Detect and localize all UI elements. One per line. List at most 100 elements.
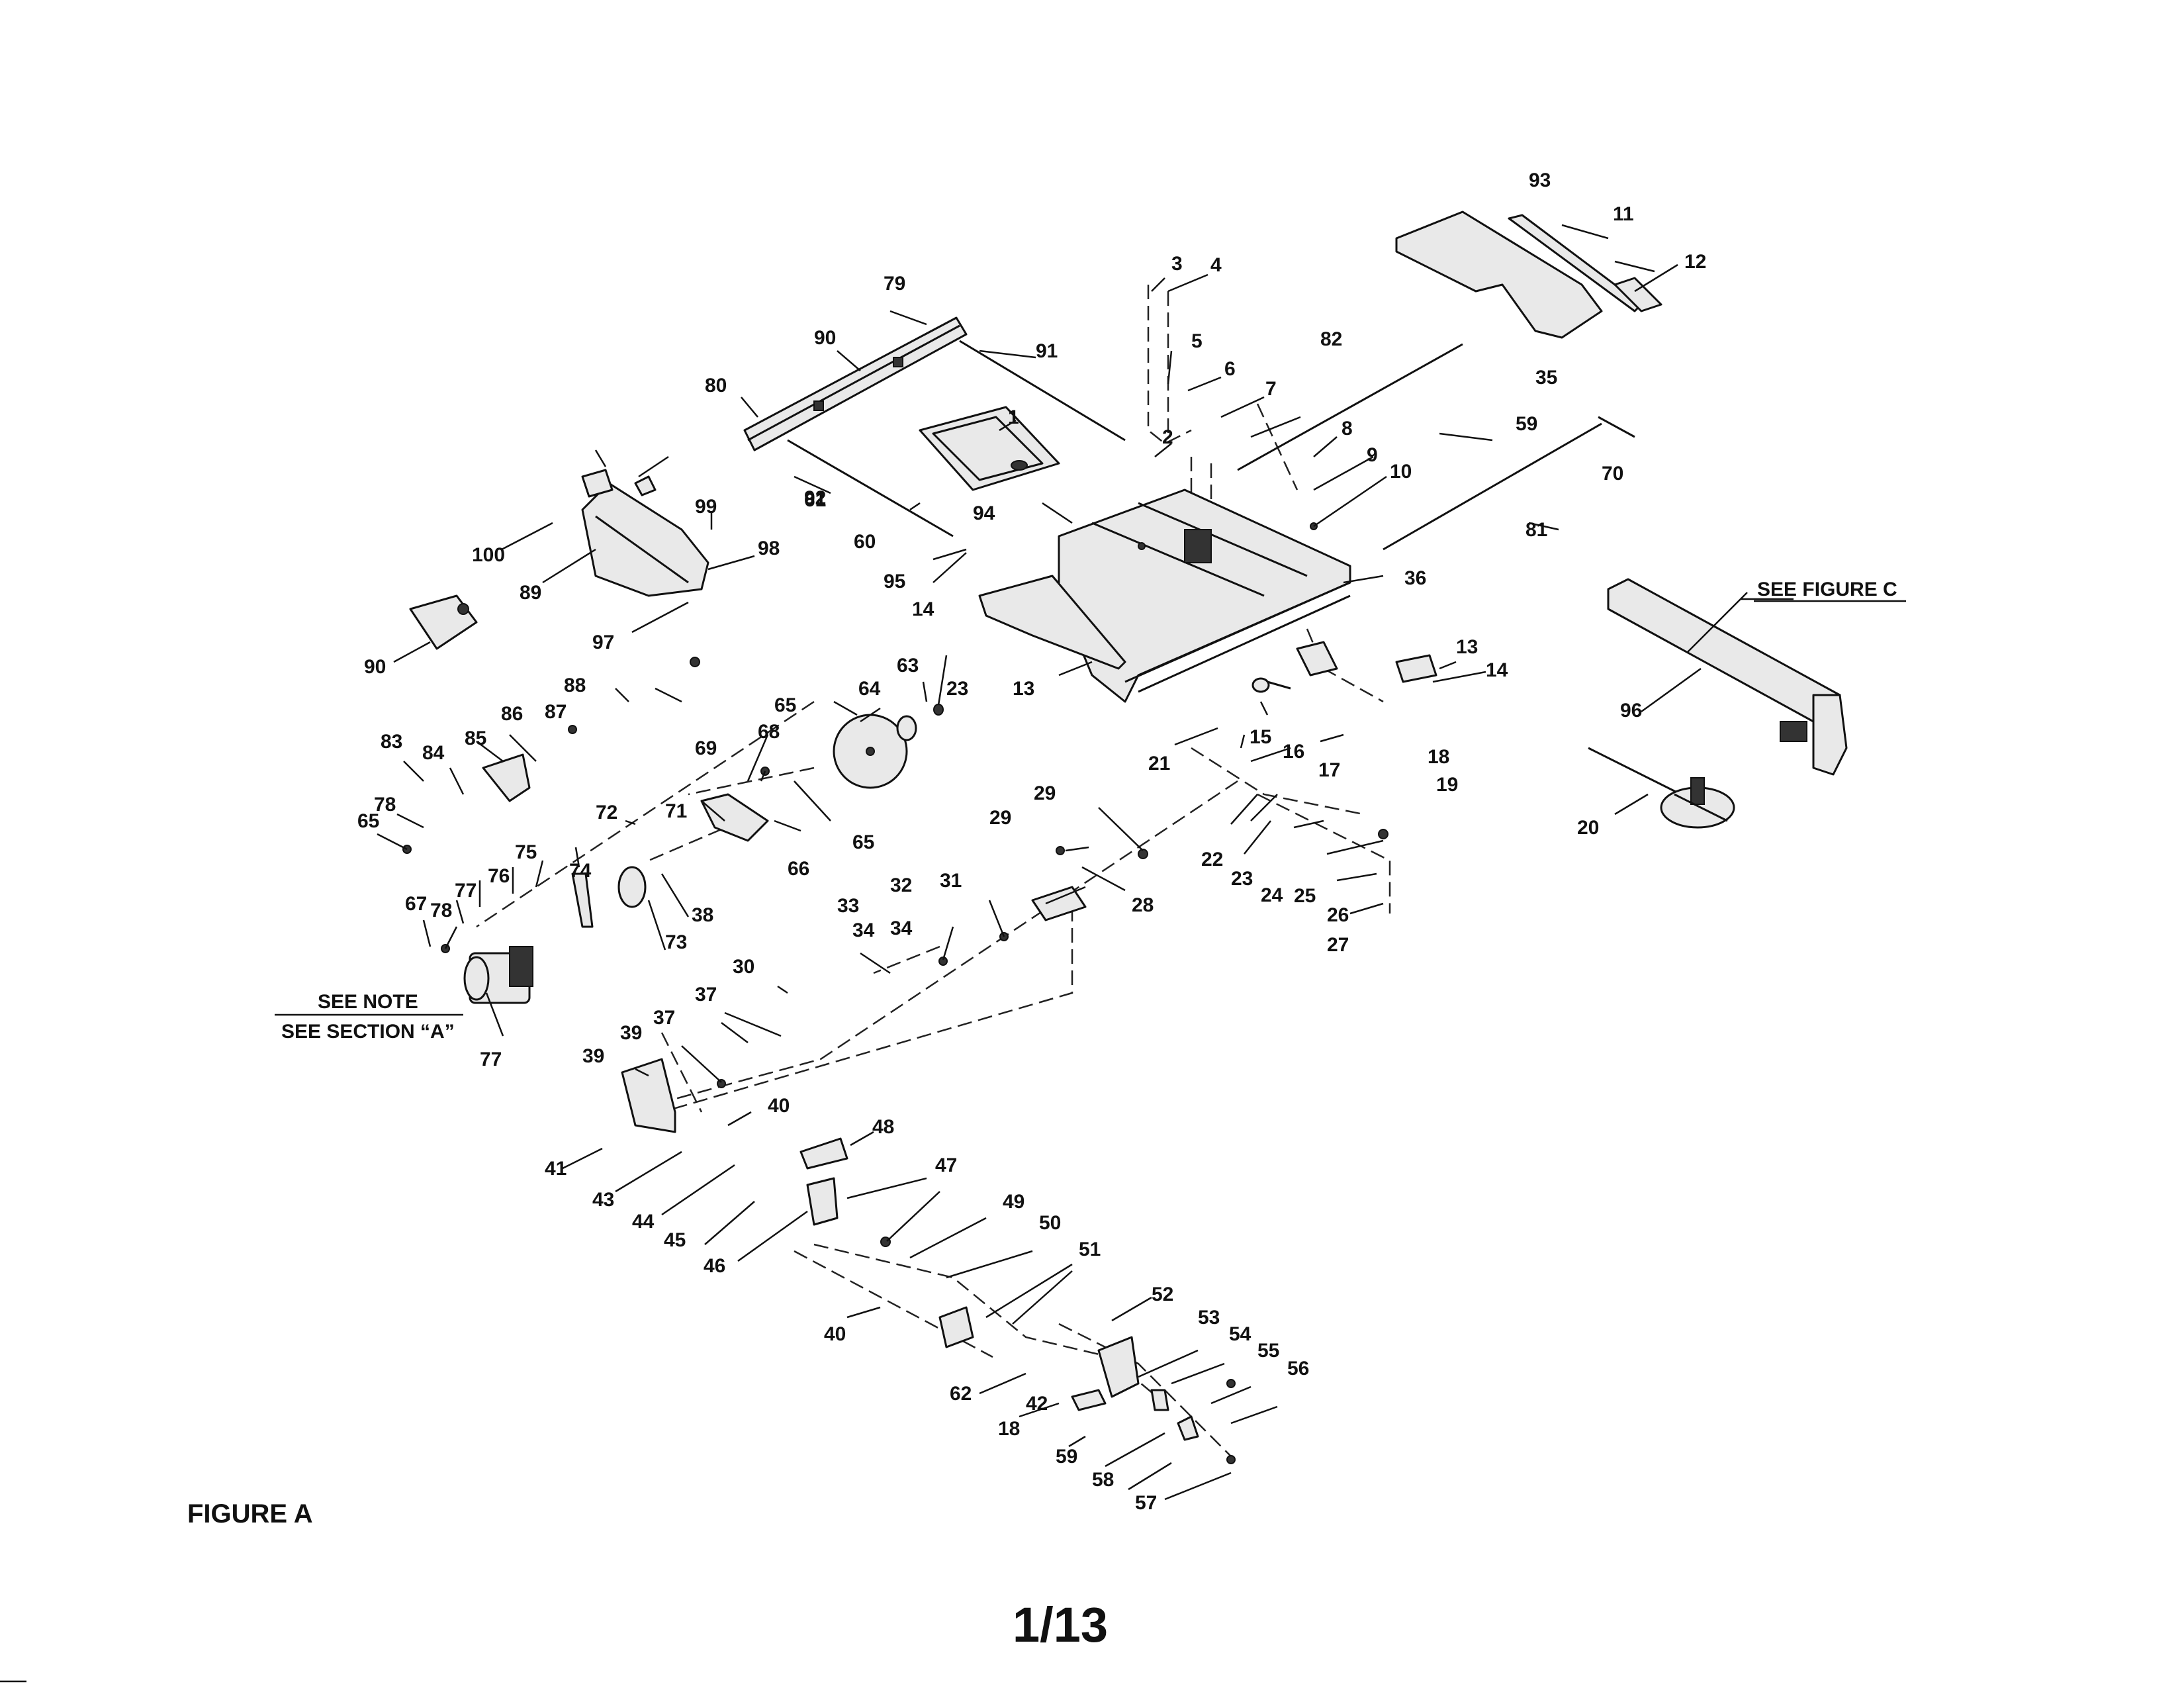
callout: 37 — [695, 984, 717, 1006]
callout: 34 — [890, 917, 913, 939]
blade-guard-rail-89 — [743, 316, 968, 451]
see-section-a-label: SEE SECTION “A” — [281, 1021, 455, 1043]
callout: 12 — [1684, 251, 1706, 273]
callout: 90 — [364, 656, 386, 678]
callout: 70 — [1602, 463, 1623, 485]
callout: 31 — [940, 870, 962, 892]
callout: 95 — [884, 571, 905, 592]
figure-label: FIGURE A — [187, 1499, 313, 1528]
callout: 35 — [1535, 367, 1557, 389]
callout: 19 — [1436, 774, 1458, 796]
callout: 18 — [1428, 746, 1449, 768]
callout: 13 — [1013, 678, 1034, 700]
extension-wing-91 — [1395, 211, 1603, 339]
callout: 88 — [564, 675, 586, 696]
callout: 54 — [1229, 1323, 1251, 1345]
callout: 33 — [837, 895, 859, 917]
callout: 67 — [405, 893, 427, 915]
callout: 74 — [569, 860, 592, 882]
callout: 90 — [814, 327, 836, 349]
callout: 86 — [501, 703, 523, 725]
trunnion-38 — [621, 1058, 676, 1133]
callout: 65 — [357, 810, 379, 832]
callout: 58 — [1092, 1469, 1114, 1491]
callout: 80 — [705, 375, 727, 397]
leader-lines — [377, 224, 1794, 1501]
callout: 23 — [946, 678, 968, 700]
callout: 97 — [592, 632, 614, 653]
callout: 59 — [1056, 1446, 1077, 1468]
bracket-44-46 — [799, 1137, 974, 1348]
callout: 94 — [973, 502, 995, 524]
callout: 73 — [665, 931, 687, 953]
callout: 44 — [632, 1211, 655, 1233]
callout: 60 — [854, 531, 876, 553]
callout: 10 — [1390, 461, 1412, 483]
miter-gauge-20 — [1588, 747, 1735, 829]
callout: 39 — [582, 1045, 604, 1067]
callout: 47 — [935, 1154, 957, 1176]
callout: 91 — [1036, 340, 1058, 362]
see-note-label: SEE NOTE — [318, 991, 418, 1013]
callout: 68 — [758, 721, 780, 743]
callout: 57 — [1135, 1492, 1157, 1514]
callout: 81 — [1525, 519, 1547, 541]
callout: 55 — [1257, 1340, 1279, 1362]
callout: 96 — [1620, 700, 1642, 722]
callout: 1 — [1008, 406, 1019, 428]
rods-90 — [787, 340, 1126, 538]
callout: 9 — [1367, 444, 1378, 466]
callout: 29 — [989, 807, 1011, 829]
callout: 49 — [1003, 1191, 1024, 1213]
callout: 71 — [665, 800, 687, 822]
callout: 45 — [664, 1229, 686, 1251]
callout: 21 — [1148, 753, 1170, 774]
part-callouts: 1 2 3 4 5 6 7 8 9 10 11 12 13 13 14 14 1… — [357, 169, 1706, 1514]
callout: 65 — [774, 694, 796, 716]
callout: 27 — [1327, 934, 1349, 956]
blade-guard-87 — [581, 469, 709, 597]
saw-blade-63 — [833, 704, 944, 789]
callout: 30 — [733, 956, 754, 978]
small-fasteners — [402, 522, 1388, 1464]
callout: 15 — [1250, 726, 1271, 748]
callout: 4 — [1210, 254, 1222, 276]
table-top-92 — [978, 489, 1351, 703]
callout: 46 — [704, 1255, 725, 1277]
callout: 41 — [545, 1158, 567, 1180]
page-number: 1/13 — [1013, 1597, 1108, 1652]
callout: 13 — [1456, 636, 1478, 658]
callout: 82 — [1320, 328, 1342, 350]
callout: 85 — [465, 727, 486, 749]
callout: 39 — [620, 1022, 642, 1044]
rails-79-80 — [1237, 343, 1635, 551]
callout: 32 — [890, 874, 912, 896]
callout: 63 — [897, 655, 919, 677]
callout: 42 — [1026, 1393, 1048, 1415]
callout: 87 — [545, 701, 567, 723]
callout: 23 — [1231, 868, 1253, 890]
callout: 66 — [788, 858, 809, 880]
callout: 34 — [852, 919, 875, 941]
callout: 52 — [1152, 1284, 1173, 1305]
callout: 5 — [1191, 330, 1203, 352]
callout: 7 — [1265, 378, 1277, 400]
callout: 64 — [858, 678, 881, 700]
callout: 77 — [455, 880, 477, 902]
callout: 61 — [804, 489, 826, 511]
callout: 40 — [768, 1095, 790, 1117]
callout: 17 — [1318, 759, 1340, 781]
callout: 8 — [1342, 418, 1353, 440]
callout: 37 — [653, 1007, 675, 1029]
callout: 14 — [912, 598, 934, 620]
callout: 25 — [1294, 885, 1316, 907]
callout: 48 — [872, 1116, 894, 1138]
riving-knife-parts — [482, 753, 769, 928]
callout: 29 — [1034, 782, 1056, 804]
callout: 3 — [1171, 253, 1183, 275]
callout: 16 — [1283, 741, 1304, 763]
callout: 98 — [758, 538, 780, 559]
callout: 18 — [998, 1418, 1020, 1440]
see-figure-c-label: SEE FIGURE C — [1757, 579, 1897, 600]
